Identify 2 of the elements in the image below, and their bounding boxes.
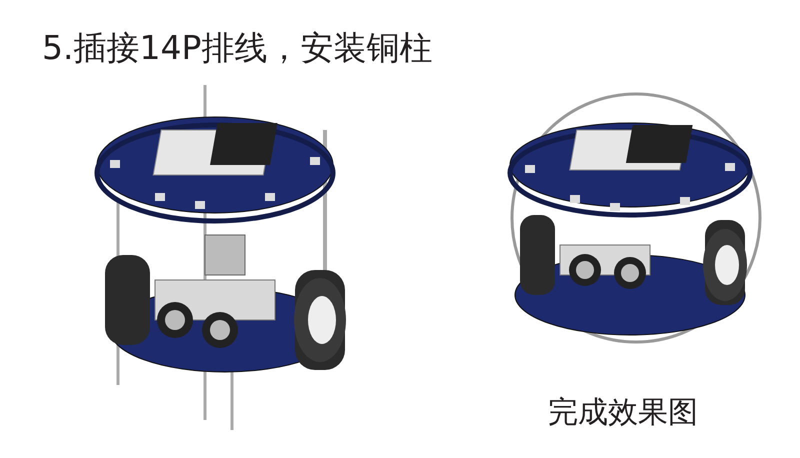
step-title: 5.插接14P排线，安装铜柱 bbox=[42, 27, 432, 69]
caption: 完成效果图 bbox=[548, 394, 698, 432]
